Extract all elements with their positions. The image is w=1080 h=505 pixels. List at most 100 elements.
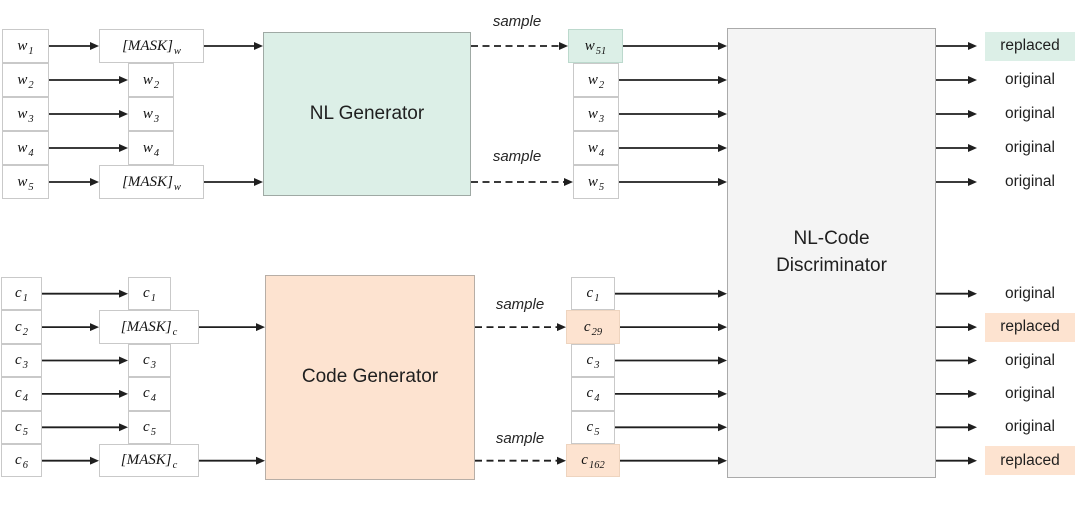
sample-label-code-2: sample xyxy=(495,430,545,447)
token-subscript: 5 xyxy=(598,181,605,193)
token-text: c6 xyxy=(15,452,28,472)
sampled-token-box: c162 xyxy=(566,444,620,478)
token-text: c162 xyxy=(581,452,605,472)
token-text: c4 xyxy=(143,385,156,405)
code-generator-label: Code Generator xyxy=(301,366,439,388)
sample-label-nl-2: sample xyxy=(492,148,542,165)
input-token-box: w1 xyxy=(2,29,49,63)
token-text: [MASK]w xyxy=(122,173,181,193)
token-subscript: c xyxy=(172,460,178,472)
output-label-replaced: replaced xyxy=(985,446,1075,476)
nl-code-discriminator-box: NL-Code Discriminator xyxy=(727,28,936,478)
token-subscript: 6 xyxy=(22,460,28,472)
masked-column-token-box: c3 xyxy=(128,343,171,378)
token-text: c5 xyxy=(586,418,600,438)
token-text: w4 xyxy=(587,139,605,159)
output-label-original: original xyxy=(1005,284,1055,302)
sample-label-nl-1: sample xyxy=(492,13,542,30)
sampled-token-box: w5 xyxy=(573,165,619,199)
token-subscript: 4 xyxy=(28,147,34,159)
sampled-token-box: c4 xyxy=(571,377,615,411)
output-label-original: original xyxy=(1005,173,1055,190)
token-subscript: 2 xyxy=(598,79,605,91)
token-subscript: 2 xyxy=(28,79,34,91)
token-text: w3 xyxy=(17,105,34,125)
input-token-box: c6 xyxy=(1,444,42,478)
output-label-replaced: replaced xyxy=(985,312,1075,342)
token-subscript: w xyxy=(173,181,181,193)
token-subscript: 1 xyxy=(28,45,34,57)
input-token-box: w3 xyxy=(2,97,49,131)
masked-column-token-box: w3 xyxy=(128,97,174,131)
input-token-box: w5 xyxy=(2,165,49,199)
token-text: c3 xyxy=(143,351,156,371)
sampled-token-box: w3 xyxy=(573,97,619,131)
token-text: c1 xyxy=(586,285,600,305)
masked-column-token-box: c1 xyxy=(128,277,171,311)
token-text: w3 xyxy=(142,105,160,125)
token-subscript: 5 xyxy=(28,181,34,193)
input-token-box: c5 xyxy=(1,410,42,444)
discriminator-label-line2: Discriminator xyxy=(776,255,887,276)
token-text: w2 xyxy=(17,71,34,91)
token-text: c3 xyxy=(15,351,28,371)
sample-label-code-1: sample xyxy=(495,296,545,313)
mask-token-box: [MASK]c xyxy=(99,310,199,344)
sampled-token-box: c3 xyxy=(571,343,615,378)
token-text: w4 xyxy=(17,139,34,159)
input-token-box: c1 xyxy=(1,277,42,311)
token-subscript: 4 xyxy=(594,393,600,405)
sampled-token-box: c29 xyxy=(566,310,620,344)
token-text: w2 xyxy=(142,71,160,91)
token-text: w3 xyxy=(587,105,605,125)
token-text: w4 xyxy=(142,139,160,159)
token-text: [MASK]c xyxy=(120,452,178,472)
sampled-token-box: c5 xyxy=(571,410,615,444)
token-text: c4 xyxy=(586,385,600,405)
token-subscript: 3 xyxy=(594,359,600,371)
token-text: [MASK]w xyxy=(122,37,181,57)
token-text: w51 xyxy=(584,37,607,57)
token-subscript: 2 xyxy=(22,326,28,338)
sampled-token-box: w51 xyxy=(568,29,623,63)
discriminator-label-line1: NL-Code xyxy=(793,228,870,250)
input-token-box: w2 xyxy=(2,63,49,97)
token-text: c2 xyxy=(15,318,28,338)
token-subscript: 1 xyxy=(150,293,156,305)
token-text: w2 xyxy=(587,71,605,91)
sampled-token-box: c1 xyxy=(571,277,615,311)
token-subscript: 162 xyxy=(588,460,605,472)
token-subscript: 3 xyxy=(598,113,605,125)
token-text: w5 xyxy=(587,173,605,193)
token-subscript: 29 xyxy=(591,326,603,338)
output-label-original: original xyxy=(1005,351,1055,369)
token-subscript: c xyxy=(172,326,178,338)
code-generator-box: Code Generator xyxy=(265,275,475,480)
token-subscript: 4 xyxy=(22,393,28,405)
token-text: c1 xyxy=(15,285,28,305)
token-text: c5 xyxy=(15,418,28,438)
masked-column-token-box: w4 xyxy=(128,131,174,165)
token-subscript: 1 xyxy=(594,293,600,305)
masked-column-token-box: w2 xyxy=(128,63,174,97)
input-token-box: c3 xyxy=(1,343,42,378)
token-subscript: 51 xyxy=(595,45,607,57)
token-subscript: 1 xyxy=(22,293,28,305)
token-subscript: 3 xyxy=(153,113,160,125)
token-text: c29 xyxy=(583,318,603,338)
arrow-group xyxy=(42,42,977,465)
output-label-original: original xyxy=(1005,384,1055,402)
token-subscript: 3 xyxy=(28,113,34,125)
output-label-original: original xyxy=(1005,71,1055,88)
token-subscript: 2 xyxy=(153,79,160,91)
output-label-original: original xyxy=(1005,139,1055,156)
mask-token-box: [MASK]w xyxy=(99,165,204,199)
mask-token-box: [MASK]c xyxy=(99,444,199,478)
output-label-original: original xyxy=(1005,105,1055,122)
token-text: c3 xyxy=(586,351,600,371)
masked-column-token-box: c5 xyxy=(128,410,171,444)
token-subscript: 5 xyxy=(22,426,28,438)
masked-column-token-box: c4 xyxy=(128,377,171,411)
